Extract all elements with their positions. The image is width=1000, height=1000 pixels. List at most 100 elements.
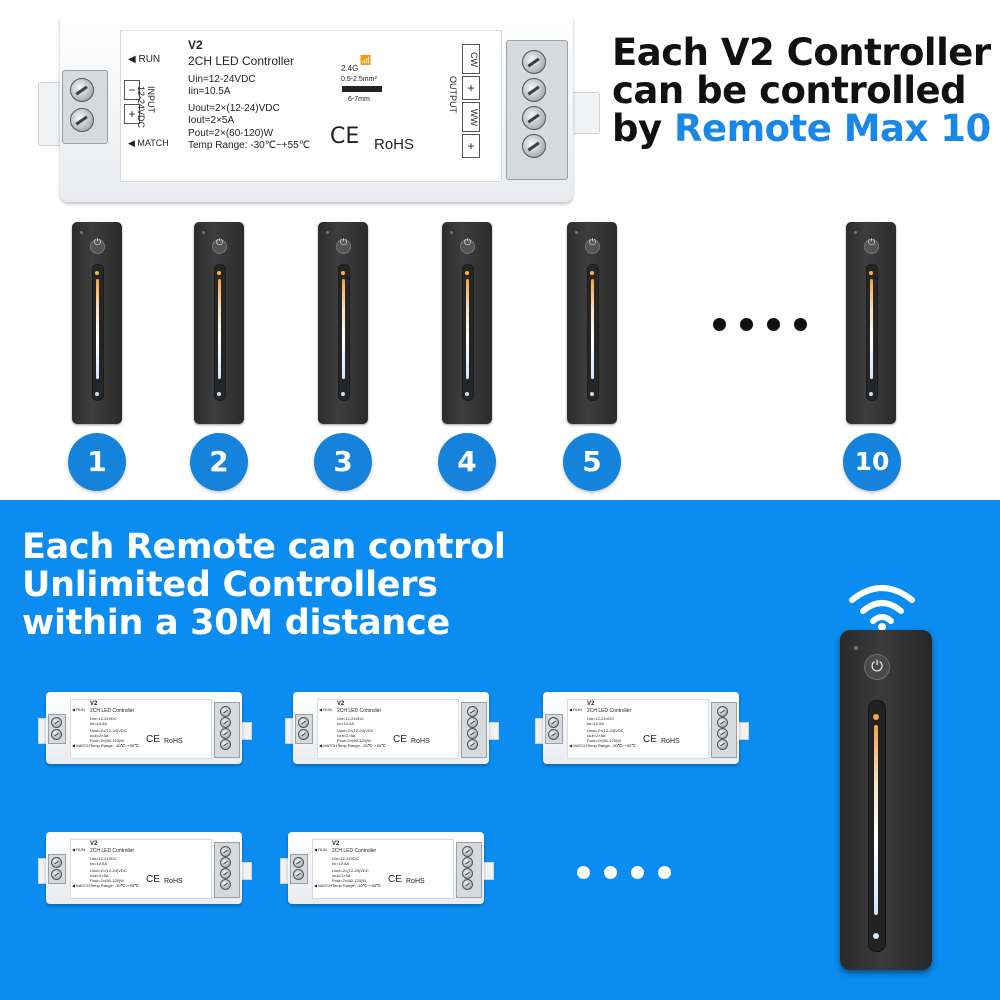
remote-number-badge: 3 <box>314 433 372 491</box>
minus-terminal-label: − <box>124 80 140 100</box>
model-label: V2 <box>90 701 98 707</box>
spec-iin: Iin=10.5A <box>90 861 108 866</box>
spec-temp: Temp Range: -30℃~+55℃ <box>332 883 381 888</box>
run-label: ◀ RUN <box>72 707 85 712</box>
spec-iin: Iin=10.5A <box>90 721 108 726</box>
spec-iout: Iout=2×5A <box>188 115 235 126</box>
remote-number-badge: 10 <box>843 433 901 491</box>
rohs-mark: RoHS <box>374 136 415 153</box>
wire-strip-label: 6-7mm <box>348 96 370 103</box>
remote-number-badge: 4 <box>438 433 496 491</box>
product-name: 2CH LED Controller <box>337 708 382 714</box>
wire-strip-icon <box>342 86 382 92</box>
wifi-signal-icon <box>849 585 915 631</box>
spec-pout: Pout=2×(60-120)W <box>90 878 125 883</box>
spec-pout: Pout=2×(60-120)W <box>332 878 367 883</box>
spec-uout: Uout=2×(12-24)VDC <box>337 728 374 733</box>
remote-5 <box>567 222 617 424</box>
spec-uin: Uin=12-24VDC <box>90 716 118 721</box>
run-label: ◀ RUN <box>128 54 161 65</box>
spec-temp: Temp Range: -30℃~+55℃ <box>90 743 139 748</box>
ce-mark: CE <box>146 734 160 745</box>
hero-line-1: Each V2 Controller <box>612 31 991 74</box>
ellipsis-dot <box>658 866 671 879</box>
spec-uout: Uout=2×(12-24)VDC <box>587 728 624 733</box>
rohs-mark: RoHS <box>164 878 183 885</box>
spec-uout: Uout=2×(12-24)VDC <box>332 868 369 873</box>
plus-terminal-label: + <box>124 104 140 124</box>
spec-iout: Iout=2×5A <box>90 733 109 738</box>
match-label: ◀ MATCH <box>319 743 338 748</box>
v2-controller-large: ◀ RUN ◀ MATCH − + INPUT 12-24VDC V2 2CH … <box>38 12 600 207</box>
spec-temp: Temp Range: -30℃~+55℃ <box>90 883 139 888</box>
input-voltage-label: 12-24VDC <box>136 86 146 129</box>
frequency-label: 2.4G <box>341 64 359 73</box>
plus-out-label-1: + <box>462 76 480 100</box>
spec-iin: Iin=10.5A <box>337 721 355 726</box>
remote-number-badge: 5 <box>563 433 621 491</box>
remote-2 <box>194 222 244 424</box>
hero-title: Each V2 Controller can be controlled by … <box>612 34 992 148</box>
power-button-icon: ⏻ <box>864 654 890 680</box>
controller-label <box>120 30 502 182</box>
product-name: 2CH LED Controller <box>332 848 377 854</box>
remote-1 <box>72 222 122 424</box>
rohs-mark: RoHS <box>406 878 425 885</box>
spec-pout: Pout=2×(60-120)W <box>587 738 622 743</box>
wire-gauge-label: 0.5-2.5mm² <box>341 76 377 83</box>
ellipsis-dot <box>631 866 644 879</box>
ellipsis-dot <box>740 318 753 331</box>
spec-temp: Temp Range: -30℃~+55℃ <box>587 743 636 748</box>
rohs-mark: RoHS <box>164 738 183 745</box>
model-label: V2 <box>188 38 203 52</box>
wire-signal-icon: 📶 <box>360 55 372 65</box>
spec-pout: Pout=2×(60-120)W <box>337 738 372 743</box>
bottom-line-2: Unlimited Controllers <box>22 565 438 605</box>
model-label: V2 <box>587 701 595 707</box>
spec-temp: Temp Range: -30℃~+55℃ <box>337 743 386 748</box>
output-label: OUTPUT <box>448 76 458 113</box>
match-label: ◀ MATCH <box>569 743 588 748</box>
ce-mark: CE <box>330 124 360 149</box>
power-icon <box>864 238 879 254</box>
run-label: ◀ RUN <box>314 847 327 852</box>
top-section: ◀ RUN ◀ MATCH − + INPUT 12-24VDC V2 2CH … <box>0 0 1000 500</box>
power-icon <box>90 238 105 254</box>
model-label: V2 <box>337 701 345 707</box>
spec-pout: Pout=2×(60-120)W <box>90 738 125 743</box>
product-name: 2CH LED Controller <box>587 708 632 714</box>
power-icon <box>336 238 351 254</box>
spec-uin: Uin=12-24VDC <box>90 856 118 861</box>
input-label: INPUT <box>146 86 156 113</box>
match-label: ◀ MATCH <box>72 743 91 748</box>
ww-terminal-label: WW <box>462 102 480 132</box>
rohs-mark: RoHS <box>411 738 430 745</box>
power-icon <box>460 238 475 254</box>
spec-iout: Iout=2×5A <box>332 873 351 878</box>
ce-mark: CE <box>393 734 407 745</box>
remote-3 <box>318 222 368 424</box>
spec-temp: Temp Range: -30℃~+55℃ <box>188 140 310 151</box>
remote-large: ⏻ <box>840 630 932 970</box>
run-label: ◀ RUN <box>569 707 582 712</box>
ce-mark: CE <box>146 874 160 885</box>
bottom-title: Each Remote can control Unlimited Contro… <box>22 528 622 642</box>
spec-uout: Uout=2×(12-24)VDC <box>188 103 280 114</box>
ellipsis-dot <box>577 866 590 879</box>
product-name: 2CH LED Controller <box>188 54 295 68</box>
run-label: ◀ RUN <box>72 847 85 852</box>
ce-mark: CE <box>388 874 402 885</box>
remote-10 <box>846 222 896 424</box>
match-label: ◀ MATCH <box>128 138 169 148</box>
match-label: ◀ MATCH <box>314 883 333 888</box>
product-name: 2CH LED Controller <box>90 708 135 714</box>
spec-uin: Uin=12-24VDC <box>332 856 360 861</box>
model-label: V2 <box>332 841 340 847</box>
ce-mark: CE <box>643 734 657 745</box>
spec-uout: Uout=2×(12-24)VDC <box>90 868 127 873</box>
spec-iout: Iout=2×5A <box>587 733 606 738</box>
cw-terminal-label: CW <box>462 44 480 74</box>
spec-iout: Iout=2×5A <box>337 733 356 738</box>
